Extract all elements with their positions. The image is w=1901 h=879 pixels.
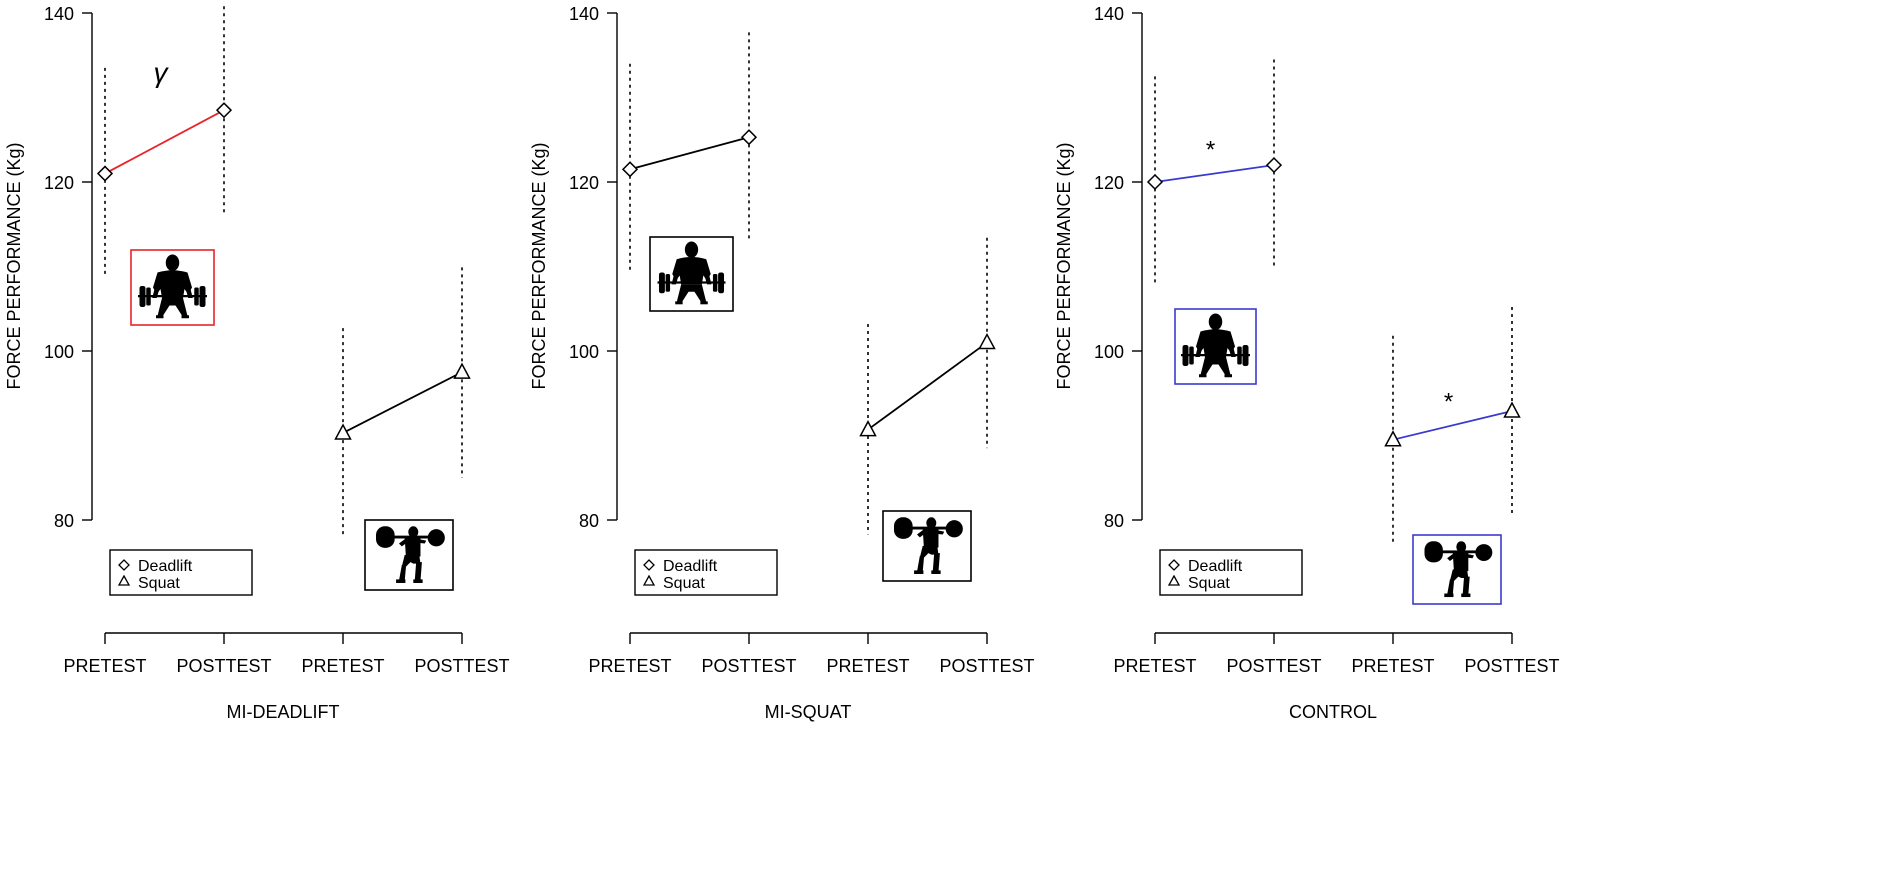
squat-series-line [342, 371, 463, 434]
x-axis-label: MI-DEADLIFT [226, 702, 339, 722]
y-tick-label: 140 [44, 4, 74, 24]
legend-triangle-icon [642, 574, 656, 586]
squat-significance-label: * [1444, 388, 1453, 415]
legend-box [109, 549, 253, 596]
squat-point [1503, 401, 1521, 418]
deadlift-series-line [104, 109, 225, 175]
squat-point [334, 423, 352, 440]
deadlift-icon [649, 236, 734, 312]
x-tick-label: POSTTEST [1464, 656, 1559, 676]
x-tick-label: PRETEST [1113, 656, 1196, 676]
deadlift-point [740, 129, 758, 146]
x-tick-label: POSTTEST [1226, 656, 1321, 676]
y-tick-label: 140 [1094, 4, 1124, 24]
squat-icon [882, 510, 972, 582]
x-tick-label: POSTTEST [939, 656, 1034, 676]
squat-icon [364, 519, 454, 591]
y-tick-label: 120 [44, 173, 74, 193]
legend-label: Squat [1188, 575, 1230, 592]
y-tick-label: 120 [1094, 173, 1124, 193]
legend-diamond-icon [1168, 559, 1180, 571]
deadlift-point [215, 102, 233, 119]
deadlift-significance-label: γ [154, 57, 170, 88]
deadlift-point [621, 161, 639, 178]
y-tick-label: 100 [44, 342, 74, 362]
legend-box [1159, 549, 1303, 596]
legend: Deadlift Squat [1159, 549, 1303, 596]
x-tick-label: PRETEST [588, 656, 671, 676]
legend-label: Deadlift [1188, 558, 1243, 575]
legend-box [634, 549, 778, 596]
panel-mi-squat: 80 100 120 140 FORCE PERFORMANCE (Kg) PR… [529, 4, 1035, 722]
squat-point [978, 332, 996, 350]
y-tick-label: 100 [1094, 342, 1124, 362]
y-axis-label: FORCE PERFORMANCE (Kg) [529, 142, 549, 389]
marks: ** [1146, 59, 1521, 544]
legend-triangle-icon [117, 574, 131, 586]
squat-series-line [867, 341, 988, 431]
x-tick-label: POSTTEST [176, 656, 271, 676]
y-tick-label: 100 [569, 342, 599, 362]
squat-point [859, 419, 877, 437]
deadlift-point [1265, 157, 1283, 174]
y-tick-label: 80 [579, 511, 599, 531]
squat-icon [1412, 534, 1502, 605]
deadlift-point [96, 165, 114, 182]
deadlift-significance-label: * [1206, 137, 1215, 164]
y-tick-label: 80 [1104, 511, 1124, 531]
deadlift-icon [130, 249, 215, 326]
deadlift-icon [1174, 308, 1257, 385]
x-tick-label: POSTTEST [701, 656, 796, 676]
y-tick-label: 80 [54, 511, 74, 531]
x-tick-label: PRETEST [301, 656, 384, 676]
legend-triangle-icon [1167, 574, 1181, 586]
x-axis-label: CONTROL [1289, 702, 1377, 722]
legend: Deadlift Squat [109, 549, 253, 596]
y-axis-label: FORCE PERFORMANCE (Kg) [4, 142, 24, 389]
deadlift-series-line [1154, 164, 1275, 183]
marks [621, 32, 996, 535]
legend-label: Deadlift [663, 558, 718, 575]
x-tick-label: PRETEST [826, 656, 909, 676]
legend-diamond-icon [118, 559, 130, 571]
squat-point [1384, 430, 1402, 447]
legend-diamond-icon [643, 559, 655, 571]
legend-label: Squat [663, 575, 705, 592]
y-axis-label: FORCE PERFORMANCE (Kg) [1054, 142, 1074, 389]
deadlift-series-line [629, 136, 750, 171]
legend-label: Deadlift [138, 558, 193, 575]
x-tick-label: PRETEST [63, 656, 146, 676]
legend: Deadlift Squat [634, 549, 778, 596]
squat-point [453, 362, 471, 379]
panel-mi-deadlift: 80 100 120 140 FORCE PERFORMANCE (Kg) PR… [4, 4, 510, 722]
marks: γ [96, 6, 471, 537]
squat-series-line [1392, 410, 1513, 441]
deadlift-point [1146, 173, 1164, 191]
legend-label: Squat [138, 575, 180, 592]
x-tick-label: POSTTEST [414, 656, 509, 676]
x-axis-label: MI-SQUAT [765, 702, 852, 722]
x-tick-label: PRETEST [1351, 656, 1434, 676]
panel-control: 80 100 120 140 FORCE PERFORMANCE (Kg) PR… [1054, 4, 1560, 722]
y-tick-label: 140 [569, 4, 599, 24]
y-tick-label: 120 [569, 173, 599, 193]
